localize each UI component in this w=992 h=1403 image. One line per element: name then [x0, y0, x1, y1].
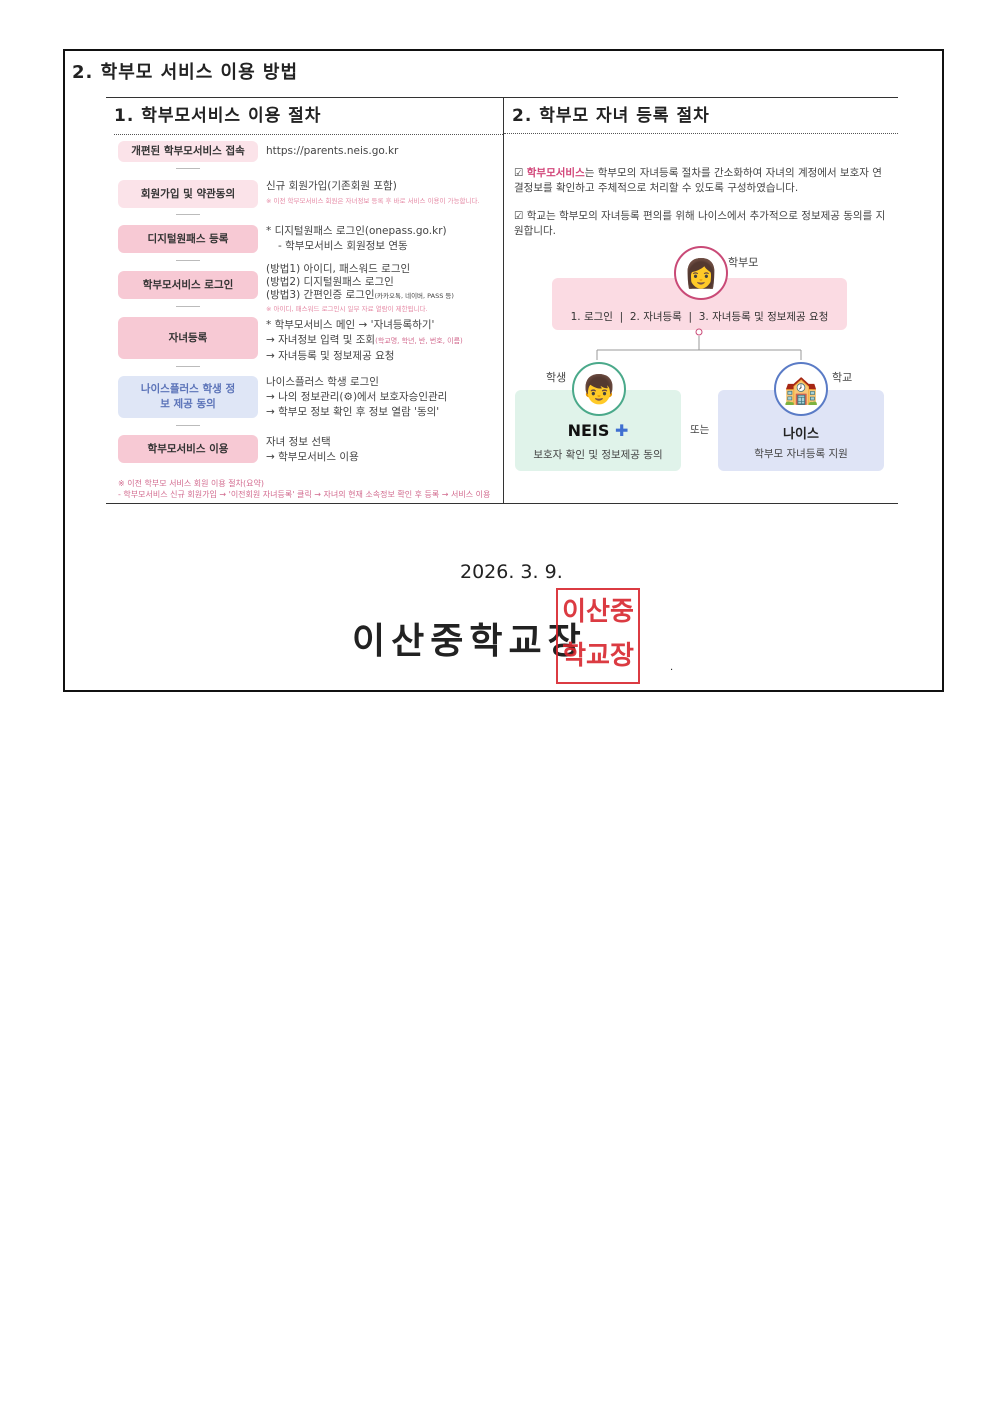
- school-building-icon: 🏫: [774, 362, 828, 416]
- student-avatar-icon: 👦: [572, 362, 626, 416]
- step-desc: 신규 회원가입(기존회원 포함)※ 이전 학부모서비스 회원은 자녀정보 등록 …: [266, 180, 480, 205]
- step-pill: 개편된 학부모서비스 접속: [118, 141, 258, 162]
- content-frame: [63, 49, 944, 692]
- step-desc: 나이스플러스 학생 로그인→ 나의 정보관리(⚙)에서 보호자승인관리→ 학부모…: [266, 376, 448, 418]
- procedure-table: 1. 학부모서비스 이용 절차 2. 학부모 자녀 등록 절차 개편된 학부모서…: [106, 97, 898, 504]
- chevron-down-icon: [176, 208, 200, 215]
- document-date: 2026. 3. 9.: [460, 561, 563, 583]
- chevron-down-icon: [176, 162, 200, 169]
- school-desc: 학부모 자녀등록 지원: [754, 448, 848, 460]
- checkbox-icon: ☑: [514, 167, 527, 179]
- parent-avatar-icon: 👩: [674, 246, 728, 300]
- plus-icon: ✚: [609, 421, 629, 440]
- section-title: 2. 학부모 서비스 이용 방법: [72, 62, 299, 83]
- step-pill: 학부모서비스 로그인: [118, 271, 258, 299]
- principal-name: 이산중학교장: [352, 621, 587, 662]
- checkbox-icon: ☑: [514, 210, 527, 222]
- step-desc: * 학부모서비스 메인 → '자녀등록하기'→ 자녀정보 입력 및 조회(학교명…: [266, 319, 463, 362]
- chevron-down-icon: [176, 254, 200, 261]
- step-pill: 디지털원패스 등록: [118, 225, 258, 253]
- step-pill: 자녀등록: [118, 317, 258, 359]
- step-pill: 회원가입 및 약관동의: [118, 180, 258, 208]
- nice-title: 나이스: [783, 427, 819, 442]
- step-desc: 자녀 정보 선택→ 학부모서비스 이용: [266, 436, 359, 463]
- parent-label: 학부모: [728, 256, 759, 269]
- step-desc: * 디지털원패스 로그인(onepass.go.kr) - 학부모서비스 회원정…: [266, 225, 447, 252]
- step-desc: (방법1) 아이디, 패스워드 로그인(방법2) 디지털원패스 로그인(방법3)…: [266, 263, 454, 313]
- footnote: ※ 이전 학부모 서비스 회원 이용 절차(요약)- 학부모서비스 신규 회원가…: [118, 479, 491, 499]
- chevron-down-icon: [176, 360, 200, 367]
- paragraph-2: ☑ 학교는 학부모의 자녀등록 편의를 위해 나이스에서 추가적으로 정보제공 …: [514, 210, 886, 237]
- step-desc: https://parents.neis.go.kr: [266, 145, 399, 157]
- step-pill: 학부모서비스 이용: [118, 435, 258, 463]
- parent-steps: 1. 로그인 | 2. 자녀등록 | 3. 자녀등록 및 정보제공 요청: [570, 311, 829, 323]
- student-label: 학생: [546, 371, 567, 384]
- left-header: 1. 학부모서비스 이용 절차: [114, 98, 503, 135]
- connector-lines: [596, 328, 802, 360]
- column-divider: [503, 98, 504, 503]
- neis-logo: NEIS ✚: [567, 421, 629, 440]
- or-label: 또는: [690, 424, 710, 436]
- school-label: 학교: [832, 371, 853, 384]
- student-desc: 보호자 확인 및 정보제공 동의: [533, 449, 663, 461]
- right-header: 2. 학부모 자녀 등록 절차: [504, 98, 898, 134]
- step-pill: 나이스플러스 학생 정보 제공 동의: [118, 376, 258, 418]
- dot-mark: .: [670, 662, 674, 673]
- chevron-down-icon: [176, 300, 200, 307]
- paragraph-1: ☑ 학부모서비스는 학부모의 자녀등록 절차를 간소화하여 자녀의 계정에서 보…: [514, 167, 882, 194]
- chevron-down-icon: [176, 419, 200, 426]
